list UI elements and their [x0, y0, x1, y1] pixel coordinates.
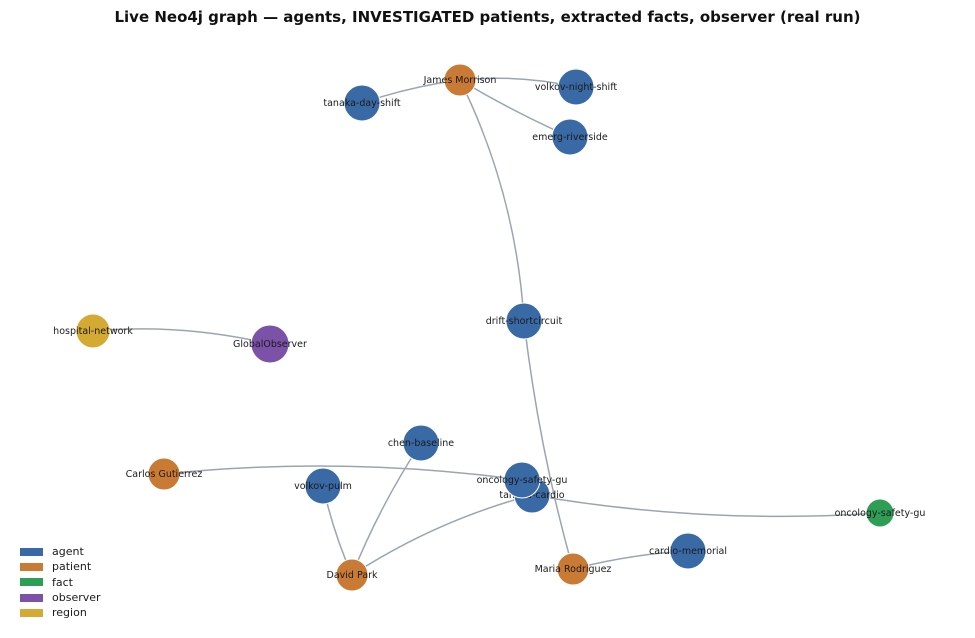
node-label: David Park	[327, 570, 378, 581]
node-emerg[interactable]: emerg-riverside	[532, 118, 608, 156]
node-james[interactable]: James Morrison	[423, 63, 497, 97]
legend-item-region: region	[20, 605, 101, 620]
node-hospital[interactable]: hospital-network	[53, 313, 133, 349]
node-circle-region	[75, 313, 111, 349]
node-label: chen-baseline	[388, 438, 454, 449]
node-label: hospital-network	[53, 326, 133, 337]
node-label: drift-shortcircuit	[486, 316, 563, 327]
node-chen[interactable]: chen-baseline	[388, 424, 454, 462]
node-label: volkov-pulm	[294, 481, 352, 492]
legend-swatch	[20, 608, 43, 617]
edge-chen-david	[351, 442, 422, 576]
node-circle-patient	[335, 558, 369, 592]
edge-james-drift	[459, 79, 525, 322]
node-circle-patient	[147, 457, 181, 491]
edge-carlos-onc-agent	[163, 465, 523, 481]
node-circle-observer	[250, 324, 290, 364]
node-circle-fact	[865, 498, 895, 528]
node-circle-agent	[402, 424, 440, 462]
node-label: oncology-safety-gu	[477, 475, 568, 486]
node-label: Carlos Gutierrez	[126, 469, 203, 480]
legend-item-fact: fact	[20, 575, 101, 590]
graph-title: Live Neo4j graph — agents, INVESTIGATED …	[114, 8, 861, 26]
legend-item-observer: observer	[20, 590, 101, 605]
node-label: GlobalObserver	[233, 339, 307, 350]
node-carlos[interactable]: Carlos Gutierrez	[126, 457, 203, 491]
node-drift[interactable]: drift-shortcircuit	[486, 302, 563, 340]
edge-tanaka-cardio-onc-fact	[531, 494, 881, 518]
legend-label: observer	[52, 591, 101, 605]
node-circle-agent	[343, 84, 381, 122]
legend-label: agent	[52, 545, 84, 559]
node-label: volkov-night-shift	[535, 82, 617, 93]
node-onc-fact[interactable]: oncology-safety-gu	[835, 498, 926, 528]
node-david[interactable]: David Park	[327, 558, 378, 592]
node-label: cardio-memorial	[649, 546, 727, 557]
node-label: James Morrison	[423, 75, 497, 86]
node-tanaka-day[interactable]: tanaka-day-shift	[323, 84, 401, 122]
legend-label: region	[52, 606, 87, 620]
legend-swatch	[20, 578, 43, 587]
node-circle-patient	[556, 552, 590, 586]
node-circle-patient	[443, 63, 477, 97]
node-cardio-mem[interactable]: cardio-memorial	[649, 532, 727, 570]
node-circle-agent	[669, 532, 707, 570]
node-volkov-night[interactable]: volkov-night-shift	[535, 68, 617, 106]
legend-swatch	[20, 562, 43, 571]
node-label: emerg-riverside	[532, 132, 608, 143]
node-circle-agent	[503, 461, 541, 499]
node-volkov-pulm[interactable]: volkov-pulm	[294, 467, 352, 505]
node-observer[interactable]: GlobalObserver	[233, 324, 307, 364]
node-label: Maria Rodriguez	[535, 564, 612, 575]
node-label: tanaka-day-shift	[323, 98, 400, 109]
node-circle-agent	[304, 467, 342, 505]
node-circle-agent	[505, 302, 543, 340]
node-circle-agent	[557, 68, 595, 106]
legend-item-agent: agent	[20, 544, 101, 559]
node-label: oncology-safety-gu	[835, 508, 926, 519]
edge-tanaka-cardio-david	[351, 494, 533, 576]
node-circle-agent	[551, 118, 589, 156]
legend-swatch	[20, 547, 43, 556]
nodes-layer: James Morrison tanaka-day-shift volkov-nig…	[53, 63, 926, 592]
legend-label: fact	[52, 575, 73, 589]
edge-drift-maria	[523, 320, 574, 570]
legend-item-patient: patient	[20, 559, 101, 574]
legend-label: patient	[52, 560, 92, 574]
node-maria[interactable]: Maria Rodriguez	[535, 552, 612, 586]
legend-swatch	[20, 593, 43, 602]
edge-hospital-observer	[92, 328, 271, 345]
node-onc-agent[interactable]: oncology-safety-gu	[477, 461, 568, 499]
